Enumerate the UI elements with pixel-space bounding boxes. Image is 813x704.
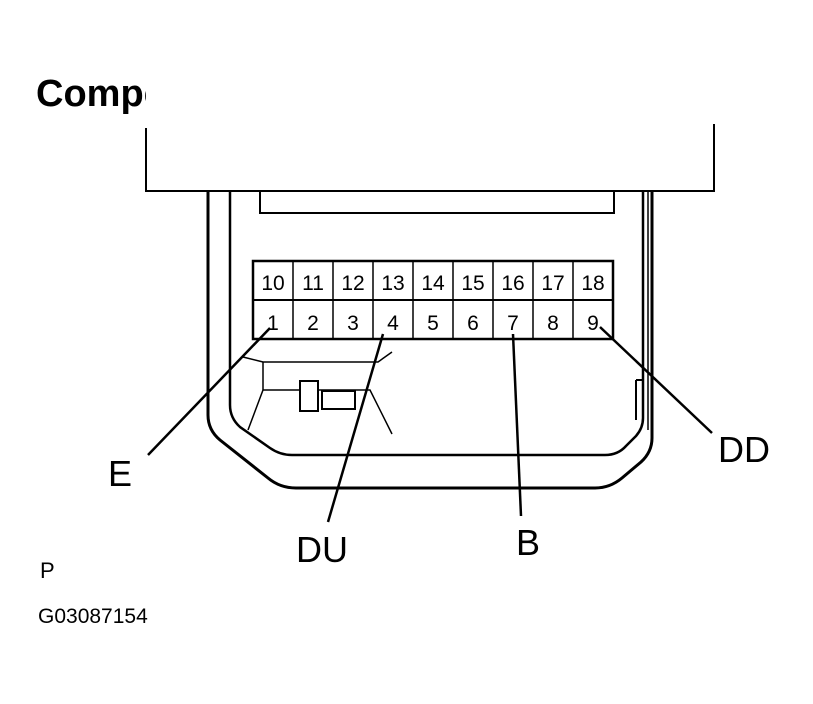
leader-line-dd: [599, 326, 713, 434]
pin-label-11: 11: [302, 272, 324, 295]
pin-label-13: 13: [381, 272, 404, 295]
connector-housing-outer: [206, 190, 654, 490]
callout-du: DU: [296, 529, 348, 570]
pin-label-9: 9: [587, 312, 599, 335]
detail-upper-lines: [242, 351, 393, 390]
cover-panel-outline: [145, 124, 715, 192]
leader-line-b: [511, 333, 523, 517]
pin-label-7: 7: [507, 312, 519, 335]
connector-housing-inner: [228, 190, 645, 457]
leader-line-e: [147, 327, 271, 456]
pin-label-17: 17: [541, 272, 564, 295]
figure-id: G03087154: [38, 605, 148, 628]
callout-e: E: [108, 453, 132, 494]
detail-block-right: [321, 390, 356, 410]
pin-label-8: 8: [547, 312, 559, 335]
pin-label-2: 2: [307, 312, 319, 335]
housing-slot: [259, 191, 615, 214]
detail-lower-lines: [247, 389, 393, 435]
pin-label-15: 15: [461, 272, 484, 295]
pin-label-18: 18: [581, 272, 604, 295]
pin-label-4: 4: [387, 312, 399, 335]
housing-internal-detail: [242, 351, 393, 435]
leader-line-du: [326, 333, 385, 523]
pin-label-10: 10: [261, 272, 284, 295]
corner-marker: P: [40, 558, 55, 583]
pin-label-6: 6: [467, 312, 479, 335]
housing-latch: [635, 379, 643, 420]
cover-panel: [146, 60, 714, 191]
pin-label-1: 1: [267, 312, 279, 335]
pin-label-14: 14: [421, 272, 445, 295]
detail-block-left: [299, 380, 319, 412]
callout-b: B: [516, 522, 540, 563]
callout-dd: DD: [718, 429, 770, 470]
pin-label-12: 12: [341, 272, 364, 295]
pin-label-3: 3: [347, 312, 359, 335]
pin-label-5: 5: [427, 312, 439, 335]
pin-label-16: 16: [501, 272, 524, 295]
